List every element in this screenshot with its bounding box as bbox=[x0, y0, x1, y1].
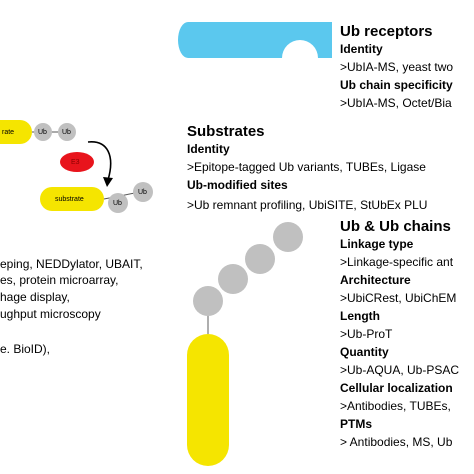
substrates-heading-sites: Ub-modified sites bbox=[187, 178, 288, 192]
chains-text-linkage: >Linkage-specific ant bbox=[340, 255, 454, 269]
ub-circle-d bbox=[133, 182, 153, 202]
chains-text-length: >Ub-ProT bbox=[340, 327, 393, 341]
left-method-line: ughput microscopy bbox=[0, 307, 101, 321]
chains-heading-linkage: Linkage type bbox=[340, 237, 414, 251]
substrates-heading-identity: Identity bbox=[187, 142, 230, 156]
left-method-line: es, protein microarray, bbox=[0, 273, 119, 287]
receptors-heading-identity: Identity bbox=[340, 42, 383, 56]
ub-circle-c bbox=[108, 193, 128, 213]
substrates-text-sites: >Ub remnant profiling, UbiSITE, StUbEx P… bbox=[187, 198, 428, 212]
ub-label-a: Ub bbox=[38, 129, 47, 136]
left-method-line: hage display, bbox=[0, 290, 70, 304]
ub-circle-a bbox=[34, 123, 52, 141]
receptors-text-specificity: >UbIA-MS, Octet/Bia bbox=[340, 96, 452, 110]
ub-chain-circle bbox=[245, 244, 275, 274]
receptor-shape bbox=[178, 22, 332, 58]
chains-heading-architecture: Architecture bbox=[340, 273, 411, 287]
substrate-bottom-shape bbox=[40, 187, 104, 211]
ub-label-d: Ub bbox=[138, 189, 147, 196]
chains-heading-localization: Cellular localization bbox=[340, 381, 453, 395]
chains-text-quantity: >Ub-AQUA, Ub-PSAC bbox=[340, 363, 460, 377]
substrate-bottom-label: substrate bbox=[55, 196, 84, 203]
ub-label-b: Ub bbox=[62, 129, 71, 136]
ub-circle-b bbox=[58, 123, 76, 141]
chains-heading-quantity: Quantity bbox=[340, 345, 389, 359]
receptors-heading-specificity: Ub chain specificity bbox=[340, 78, 453, 92]
left-method-line: eping, NEDDylator, UBAIT, bbox=[0, 257, 143, 271]
arrow-head bbox=[103, 177, 113, 187]
e3-shape bbox=[60, 152, 94, 172]
chains-heading-ptms: PTMs bbox=[340, 417, 373, 431]
ub-chain-circle bbox=[193, 286, 223, 316]
chains-text-localization: >Antibodies, TUBEs, bbox=[340, 399, 451, 413]
receptors-title: Ub receptors bbox=[340, 23, 433, 40]
ub-chain-circle bbox=[218, 264, 248, 294]
substrate-top-label: rate bbox=[2, 129, 15, 136]
substrates-text-identity: >Epitope-tagged Ub variants, TUBEs, Liga… bbox=[187, 160, 426, 174]
ub-label-c: Ub bbox=[113, 200, 122, 207]
ub-chain-circle bbox=[273, 222, 303, 252]
chains-heading-length: Length bbox=[340, 309, 380, 323]
arrow bbox=[87, 141, 112, 181]
chains-text-architecture: >UbiCRest, UbiChEM bbox=[340, 291, 457, 305]
receptors-text-identity: >UbIA-MS, yeast two bbox=[340, 60, 454, 74]
chains-title: Ub & Ub chains bbox=[340, 218, 451, 235]
chains-text-ptms: > Antibodies, MS, Ub bbox=[340, 435, 453, 449]
e3-label: E3 bbox=[71, 159, 80, 166]
left-method-line: e. BioID), bbox=[0, 342, 51, 356]
substrates-title: Substrates bbox=[187, 123, 265, 140]
substrate-large-shape bbox=[187, 334, 229, 466]
substrate-top-shape bbox=[0, 120, 32, 144]
